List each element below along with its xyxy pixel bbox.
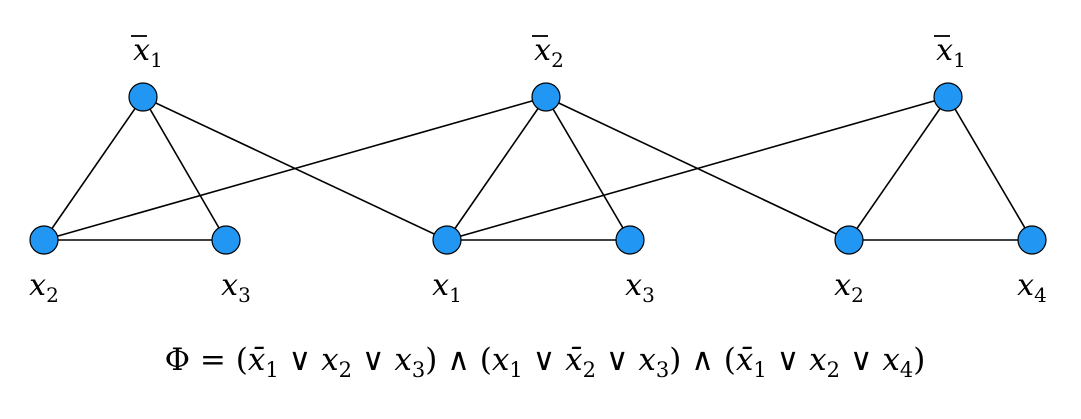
node-label-c3-x2: x2 — [834, 268, 864, 307]
formula-or: ∨ — [767, 342, 809, 378]
formula-literal-sub: 1 — [265, 358, 278, 382]
graph-nodes — [29, 82, 1047, 255]
node-label-c2-x3: x3 — [625, 268, 655, 307]
formula-paren: ) — [669, 342, 681, 378]
formula-literal-sub: 2 — [339, 358, 352, 382]
node-label-c1-neg-x1: x1 — [133, 33, 163, 72]
formula-literal-sub: 2 — [583, 358, 596, 382]
formula-and: ∧ — [681, 342, 723, 378]
formula-paren: ( — [480, 342, 492, 378]
formula-literal-sub: 1 — [753, 358, 766, 382]
formula-paren: ( — [236, 342, 248, 378]
node-c3-neg-x1 — [933, 82, 963, 112]
node-label-c2-neg-x2: x2 — [534, 33, 564, 72]
node-c3-x2 — [834, 225, 864, 255]
formula-literal-sub: 4 — [900, 358, 913, 382]
formula-literal: x — [321, 342, 339, 378]
edge-c3-neg-x1-c3-x4 — [947, 96, 1033, 241]
formula-and: ∧ — [437, 342, 479, 378]
node-c1-neg-x1 — [128, 82, 158, 112]
formula-literal: x — [638, 342, 656, 378]
node-label-c2-x1: x1 — [432, 268, 462, 307]
node-label-c3-x4: x4 — [1017, 268, 1047, 307]
node-c2-neg-x2 — [531, 82, 561, 112]
edge-c1-neg-x1-c1-x3 — [142, 96, 227, 241]
formula-literal: x̄ — [565, 342, 583, 378]
edge-c1-x2-c2-neg-x2 — [43, 96, 547, 241]
formula-or: ∨ — [840, 342, 882, 378]
formula-or: ∨ — [279, 342, 321, 378]
formula-literal-sub: 2 — [827, 358, 840, 382]
edge-c2-x1-c3-neg-x1 — [446, 96, 949, 241]
node-c1-x3 — [211, 225, 241, 255]
formula-or: ∨ — [352, 342, 394, 378]
edge-c2-neg-x2-c2-x3 — [545, 96, 631, 241]
edge-c1-neg-x1-c1-x2 — [43, 96, 144, 241]
formula-literal: x — [809, 342, 827, 378]
formula-literal-sub: 3 — [412, 358, 425, 382]
formula-paren: ) — [913, 342, 925, 378]
formula-literal: x — [882, 342, 900, 378]
formula: Φ = (x̄1​ ∨ x2​ ∨ x3​) ∧ (x1​ ∨ x̄2​ ∨ x… — [165, 342, 926, 382]
node-c1-x2 — [29, 225, 59, 255]
formula-paren: ) — [425, 342, 437, 378]
node-label-c3-neg-x1: x1 — [936, 33, 966, 72]
formula-literal-sub: 1 — [509, 358, 522, 382]
formula-or: ∨ — [596, 342, 638, 378]
graph-edges — [43, 96, 1033, 241]
formula-literal: x̄ — [248, 342, 266, 378]
node-c2-x1 — [432, 225, 462, 255]
graph-node-labels: x1 x2 x3 x2 x1 x3 x1 x2 x4 — [29, 33, 1047, 307]
edge-c3-neg-x1-c3-x2 — [848, 96, 949, 241]
edge-c2-neg-x2-c2-x1 — [446, 96, 547, 241]
node-c3-x4 — [1017, 225, 1047, 255]
formula-lhs: Φ = — [165, 342, 236, 378]
formula-literal: x̄ — [736, 342, 754, 378]
formula-literal: x — [492, 342, 510, 378]
node-label-c1-x2: x2 — [29, 268, 59, 307]
node-label-c1-x3: x3 — [221, 268, 251, 307]
formula-paren: ( — [724, 342, 736, 378]
formula-literal: x — [394, 342, 412, 378]
formula-literal-sub: 3 — [656, 358, 669, 382]
formula-or: ∨ — [523, 342, 565, 378]
node-c2-x3 — [615, 225, 645, 255]
